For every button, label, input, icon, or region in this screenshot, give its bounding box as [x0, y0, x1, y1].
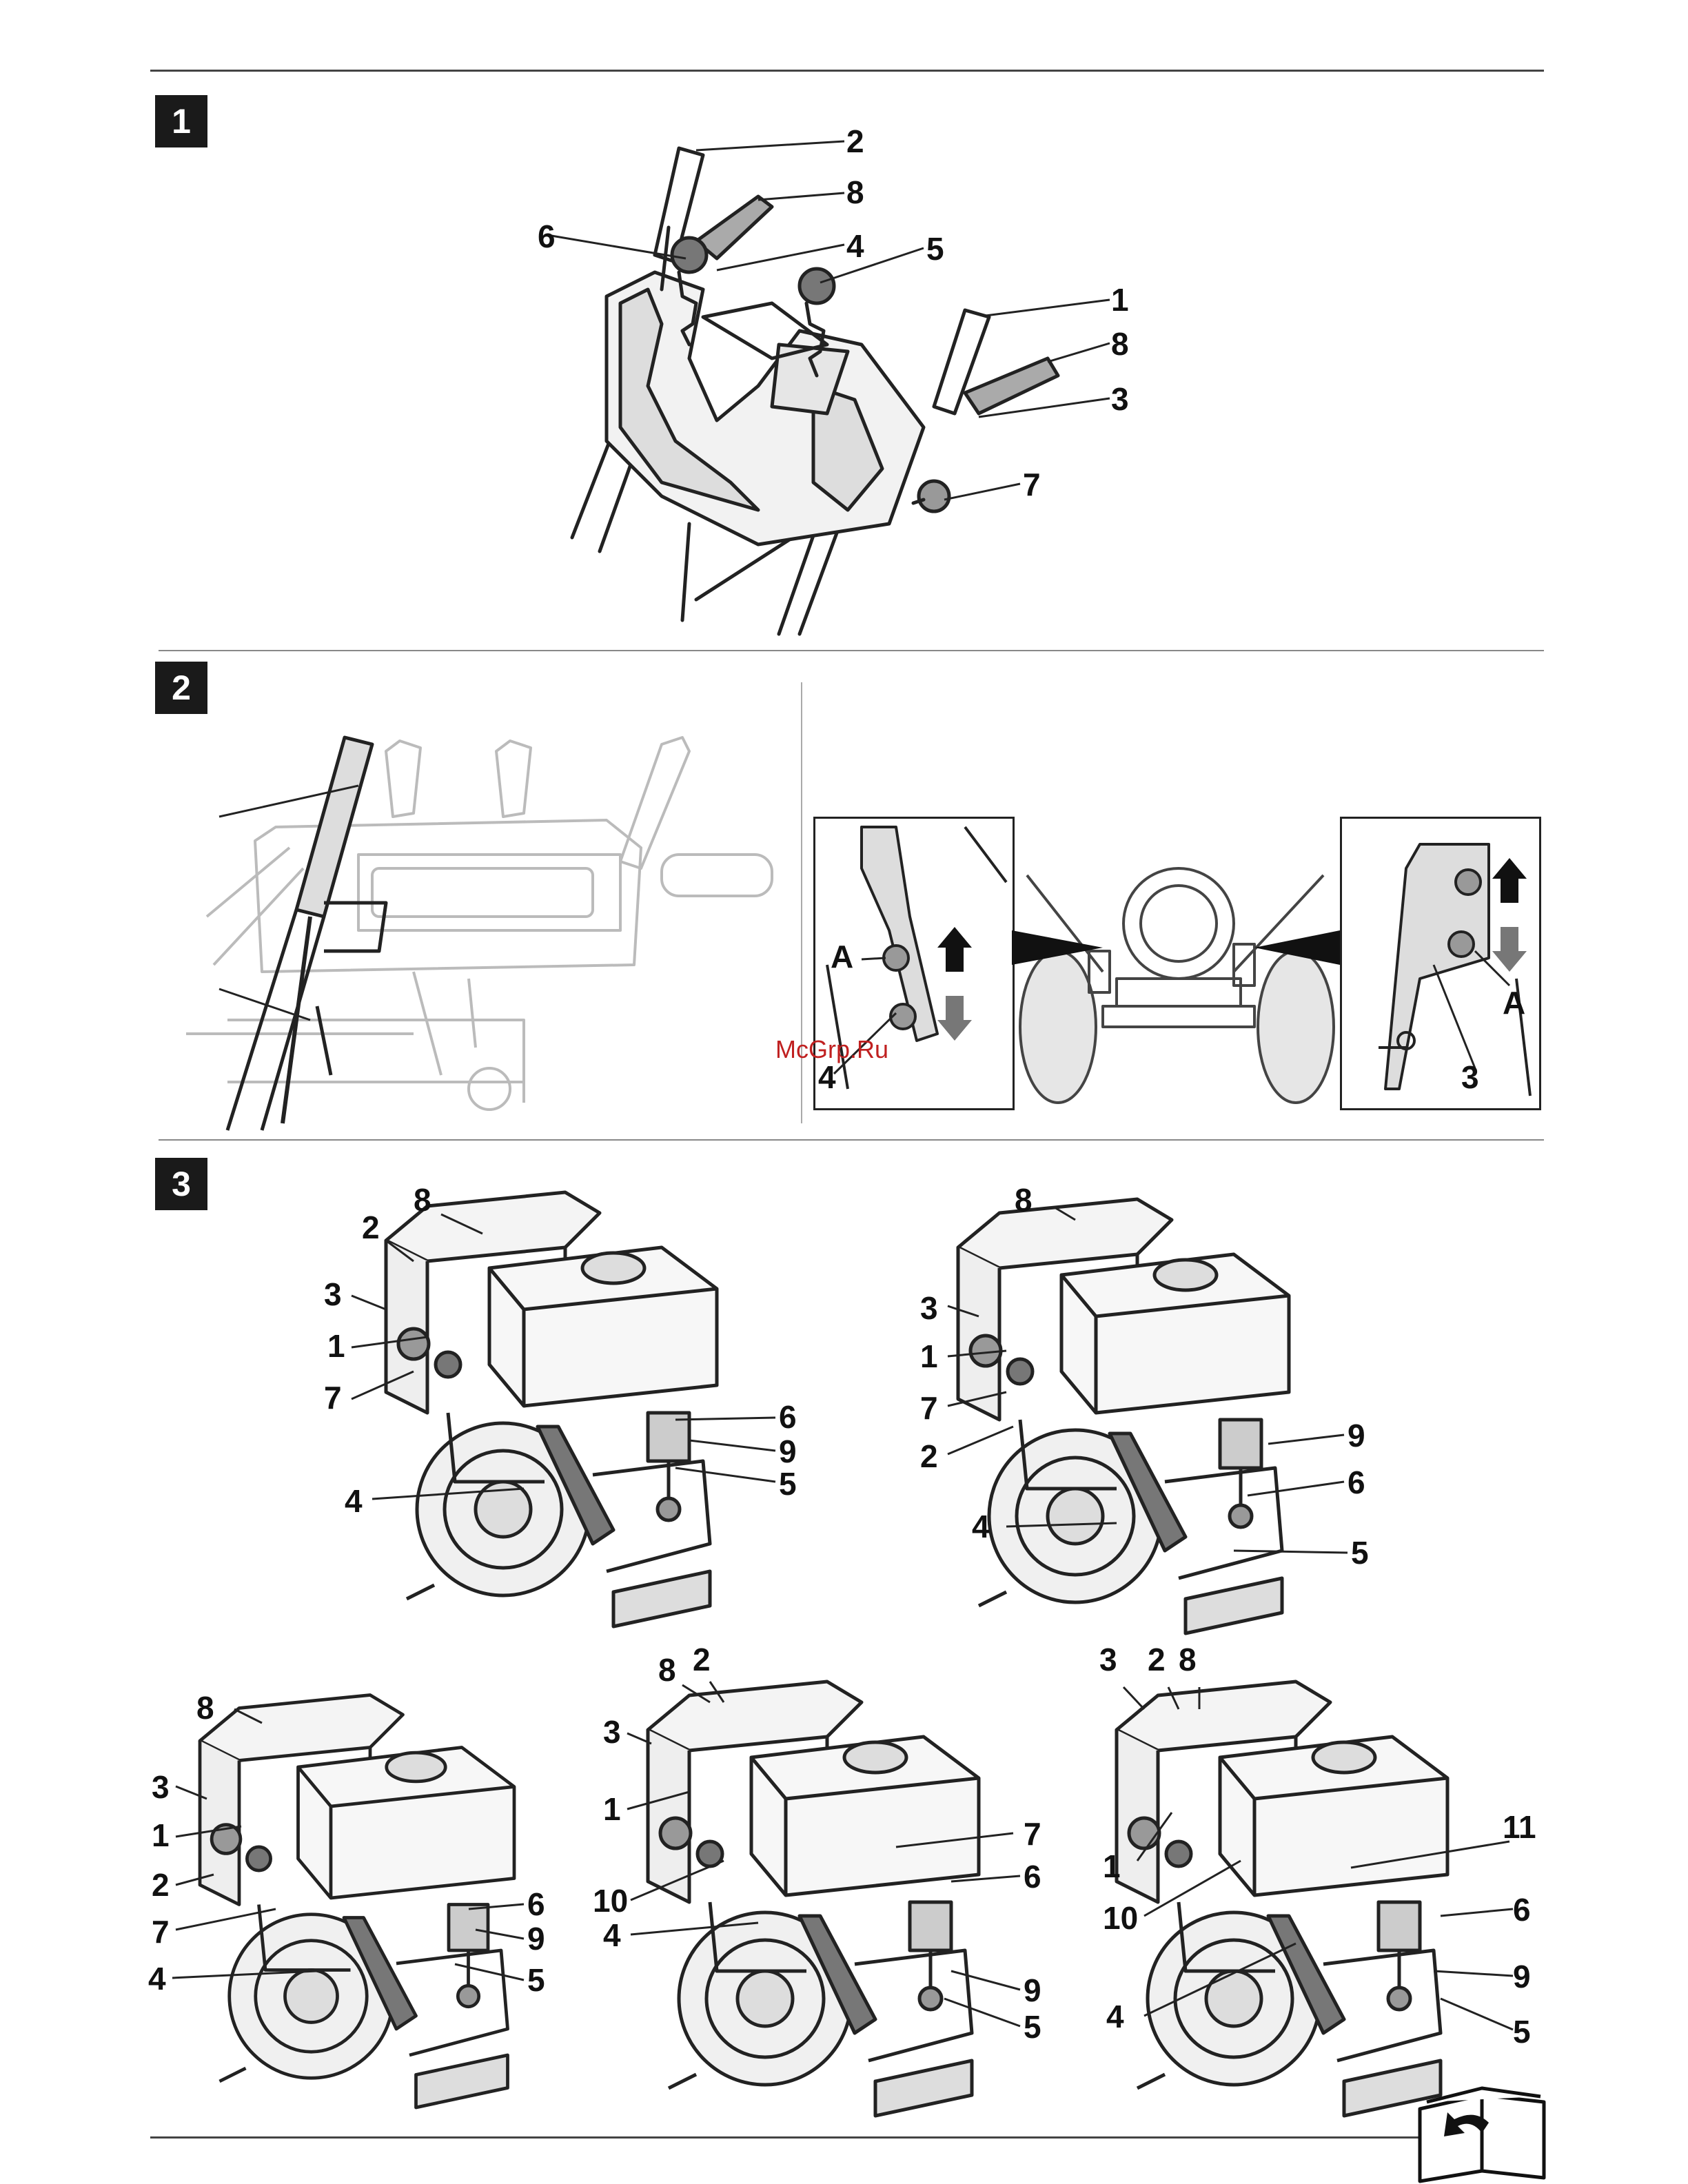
return-arrow-book-icon: [0, 0, 1688, 2184]
